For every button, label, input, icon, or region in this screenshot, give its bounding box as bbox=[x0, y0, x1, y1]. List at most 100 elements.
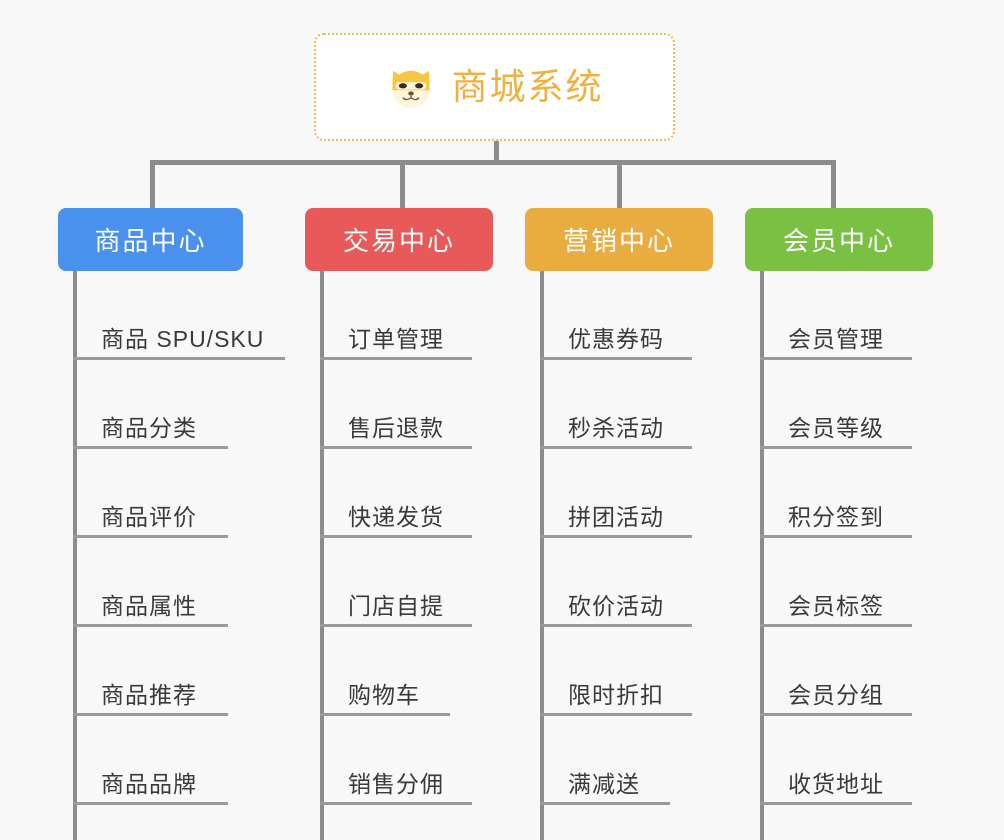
branch-marketing-center: 营销中心 优惠券码 秒杀活动 拼团活动 砍价活动 限时折扣 bbox=[525, 208, 713, 840]
leaf-label: 会员管理 bbox=[788, 326, 884, 352]
list-item[interactable]: 售后退款 bbox=[320, 360, 550, 449]
leaf-label: 商品评价 bbox=[101, 504, 197, 530]
leaf-label: 商品推荐 bbox=[101, 682, 197, 708]
leaf-underline bbox=[540, 357, 692, 360]
connector-drop-2 bbox=[400, 160, 405, 209]
list-item[interactable]: 秒杀活动 bbox=[540, 360, 770, 449]
leaf-label: 商品 SPU/SKU bbox=[101, 326, 265, 352]
connector-drop-3 bbox=[617, 160, 622, 209]
leaf-label: 商品分类 bbox=[101, 415, 197, 441]
leaf-underline bbox=[320, 535, 472, 538]
connector-drop-4 bbox=[831, 160, 836, 209]
branch-spine bbox=[760, 271, 764, 840]
leaf-underline bbox=[320, 357, 472, 360]
list-item[interactable]: 会员等级 bbox=[760, 360, 990, 449]
branch-header-member-center[interactable]: 会员中心 bbox=[745, 208, 933, 271]
leaf-underline bbox=[540, 624, 692, 627]
leaf-label: 收货地址 bbox=[788, 771, 884, 797]
leaf-underline bbox=[760, 624, 912, 627]
leaf-label: 售后退款 bbox=[348, 415, 444, 441]
leaf-underline bbox=[73, 446, 228, 449]
leaf-underline bbox=[540, 446, 692, 449]
leaf-underline bbox=[73, 802, 228, 805]
list-item[interactable]: 商品属性 bbox=[73, 538, 303, 627]
leaf-label: 会员标签 bbox=[788, 593, 884, 619]
list-item[interactable]: 购物车 bbox=[320, 627, 550, 716]
leaf-list-trade-center: 订单管理 售后退款 快递发货 门店自提 购物车 销售分佣 bbox=[320, 271, 550, 805]
leaf-label: 秒杀活动 bbox=[568, 415, 664, 441]
branch-spine bbox=[540, 271, 544, 840]
leaf-underline bbox=[540, 802, 670, 805]
list-item[interactable]: 会员分组 bbox=[760, 627, 990, 716]
list-item[interactable]: 收货地址 bbox=[760, 716, 990, 805]
branch-spine bbox=[73, 271, 77, 840]
shiba-dog-face-icon bbox=[385, 61, 437, 113]
list-item[interactable]: 商品评价 bbox=[73, 449, 303, 538]
leaf-label: 订单管理 bbox=[348, 326, 444, 352]
list-item[interactable]: 商品 SPU/SKU bbox=[73, 271, 303, 360]
branch-header-label: 交易中心 bbox=[342, 226, 455, 256]
leaf-underline bbox=[73, 713, 228, 716]
leaf-underline bbox=[760, 535, 912, 538]
leaf-underline bbox=[540, 713, 692, 716]
leaf-label: 会员等级 bbox=[788, 415, 884, 441]
list-item[interactable]: 拼团活动 bbox=[540, 449, 770, 538]
leaf-list-marketing-center: 优惠券码 秒杀活动 拼团活动 砍价活动 限时折扣 满减送 bbox=[540, 271, 770, 805]
leaf-underline bbox=[320, 802, 472, 805]
branch-trade-center: 交易中心 订单管理 售后退款 快递发货 门店自提 购物车 bbox=[305, 208, 493, 840]
list-item[interactable]: 会员管理 bbox=[760, 271, 990, 360]
leaf-underline bbox=[760, 446, 912, 449]
leaf-label: 快递发货 bbox=[348, 504, 444, 530]
root-title: 商城系统 bbox=[451, 66, 604, 107]
list-item[interactable]: 快递发货 bbox=[320, 449, 550, 538]
branch-header-label: 商品中心 bbox=[94, 226, 207, 256]
list-item[interactable]: 砍价活动 bbox=[540, 538, 770, 627]
leaf-label: 限时折扣 bbox=[568, 682, 664, 708]
leaf-label: 销售分佣 bbox=[348, 771, 444, 797]
leaf-label: 门店自提 bbox=[348, 593, 444, 619]
branch-member-center: 会员中心 会员管理 会员等级 积分签到 会员标签 会员分组 bbox=[745, 208, 933, 840]
leaf-label: 满减送 bbox=[568, 771, 640, 797]
leaf-underline bbox=[760, 802, 912, 805]
list-item[interactable]: 门店自提 bbox=[320, 538, 550, 627]
branch-header-product-center[interactable]: 商品中心 bbox=[58, 208, 243, 271]
leaf-label: 商品品牌 bbox=[101, 771, 197, 797]
leaf-label: 优惠券码 bbox=[568, 326, 664, 352]
branch-header-marketing-center[interactable]: 营销中心 bbox=[525, 208, 713, 271]
leaf-list-product-center: 商品 SPU/SKU 商品分类 商品评价 商品属性 商品推荐 商品品牌 bbox=[73, 271, 303, 805]
branch-header-trade-center[interactable]: 交易中心 bbox=[305, 208, 493, 271]
branch-header-label: 营销中心 bbox=[562, 226, 675, 256]
list-item[interactable]: 优惠券码 bbox=[540, 271, 770, 360]
leaf-label: 会员分组 bbox=[788, 682, 884, 708]
list-item[interactable]: 积分签到 bbox=[760, 449, 990, 538]
leaf-label: 购物车 bbox=[348, 682, 420, 708]
list-item[interactable]: 限时折扣 bbox=[540, 627, 770, 716]
list-item[interactable]: 会员标签 bbox=[760, 538, 990, 627]
leaf-underline bbox=[320, 713, 450, 716]
root-node[interactable]: 商城系统 bbox=[314, 33, 675, 141]
leaf-underline bbox=[73, 357, 285, 360]
branch-product-center: 商品中心 商品 SPU/SKU 商品分类 商品评价 商品属性 商品推荐 bbox=[58, 208, 285, 840]
leaf-label: 积分签到 bbox=[788, 504, 884, 530]
leaf-underline bbox=[320, 624, 472, 627]
leaf-underline bbox=[760, 357, 912, 360]
list-item[interactable]: 商品分类 bbox=[73, 360, 303, 449]
branch-spine bbox=[320, 271, 324, 840]
list-item[interactable]: 商品推荐 bbox=[73, 627, 303, 716]
connector-root-stem bbox=[494, 141, 499, 163]
leaf-label: 砍价活动 bbox=[568, 593, 664, 619]
list-item[interactable]: 销售分佣 bbox=[320, 716, 550, 805]
list-item[interactable]: 商品品牌 bbox=[73, 716, 303, 805]
leaf-underline bbox=[540, 535, 692, 538]
leaf-underline bbox=[760, 713, 912, 716]
connector-drop-1 bbox=[150, 160, 155, 209]
list-item[interactable]: 订单管理 bbox=[320, 271, 550, 360]
leaf-underline bbox=[73, 624, 228, 627]
connector-horizontal-bus bbox=[150, 160, 836, 165]
leaf-underline bbox=[320, 446, 472, 449]
list-item[interactable]: 满减送 bbox=[540, 716, 770, 805]
leaf-list-member-center: 会员管理 会员等级 积分签到 会员标签 会员分组 收货地址 bbox=[760, 271, 990, 805]
branch-header-label: 会员中心 bbox=[782, 226, 895, 256]
leaf-label: 拼团活动 bbox=[568, 504, 664, 530]
